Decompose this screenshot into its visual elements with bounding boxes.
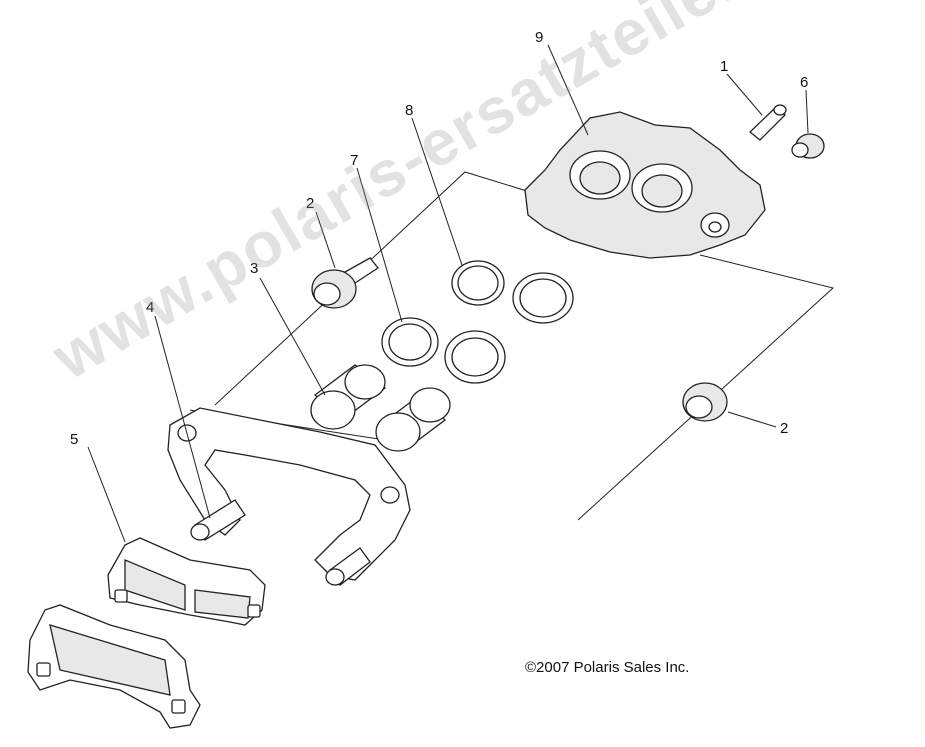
caliper-bracket: [167, 407, 411, 586]
callout-2: 2: [306, 195, 314, 212]
callout-labels: 9 1 6 8 7 2 3 4 5 2: [70, 29, 808, 448]
caliper-body: [524, 111, 766, 259]
leader-lines: [87, 44, 809, 543]
brake-pad: [107, 537, 266, 626]
brake-pad: [27, 604, 201, 729]
callout-9: 9: [535, 29, 543, 46]
callout-2: 2: [780, 420, 788, 437]
dust-seal: [381, 317, 506, 384]
callout-5: 5: [70, 431, 78, 448]
callout-4: 4: [146, 299, 154, 316]
copyright-notice: ©2007 Polaris Sales Inc.: [525, 659, 690, 676]
bleeder-cap: [791, 133, 825, 159]
callout-1: 1: [720, 58, 728, 75]
pin-boot: [311, 257, 379, 309]
bleeder-screw: [749, 104, 787, 141]
piston: [310, 364, 451, 452]
callout-8: 8: [405, 102, 413, 119]
callout-3: 3: [250, 260, 258, 277]
pin-boot: [682, 382, 728, 422]
callout-6: 6: [800, 74, 808, 91]
piston-seal: [451, 260, 574, 324]
callout-7: 7: [350, 152, 358, 169]
